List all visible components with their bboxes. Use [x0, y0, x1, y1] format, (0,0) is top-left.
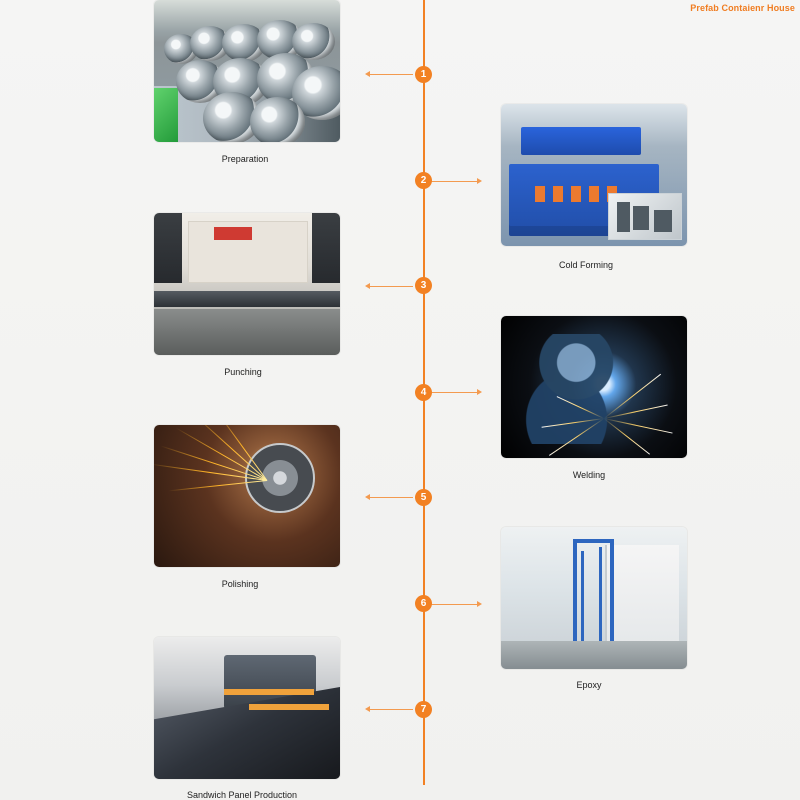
step-label-punching: Punching [224, 367, 262, 377]
step-image-preparation [154, 0, 340, 142]
connector-step-2 [431, 178, 482, 184]
brand-label: Prefab Contaienr House [690, 3, 795, 13]
connector-step-3 [365, 283, 413, 289]
step-image-polishing [154, 425, 340, 567]
connector-step-6 [431, 601, 482, 607]
step-label-cold-forming: Cold Forming [558, 260, 614, 270]
connector-step-7 [365, 706, 413, 712]
step-label-welding: Welding [572, 470, 606, 480]
connector-step-4 [431, 389, 482, 395]
step-marker-3: 3 [415, 277, 432, 294]
step-marker-2: 2 [415, 172, 432, 189]
step-marker-6: 6 [415, 595, 432, 612]
welding-image [501, 316, 687, 458]
step-marker-1: 1 [415, 66, 432, 83]
step-label-sandwich-panel-production: Sandwich Panel Production [186, 790, 298, 800]
step-marker-4: 4 [415, 384, 432, 401]
connector-step-5 [365, 494, 413, 500]
connector-step-1 [365, 71, 413, 77]
step-label-preparation: Preparation [221, 154, 269, 164]
step-image-welding [501, 316, 687, 458]
step-marker-7: 7 [415, 701, 432, 718]
cold-forming-machine-image [501, 104, 687, 246]
step-image-epoxy [501, 527, 687, 669]
punching-machine-image [154, 213, 340, 355]
step-label-epoxy: Epoxy [576, 680, 602, 690]
steel-coils-image [154, 0, 340, 142]
step-label-polishing: Polishing [221, 579, 259, 589]
sandwich-panel-production-image [154, 637, 340, 779]
step-image-punching [154, 213, 340, 355]
step-image-sandwich-panel-production [154, 637, 340, 779]
step-image-cold-forming [501, 104, 687, 246]
step-marker-5: 5 [415, 489, 432, 506]
polishing-image [154, 425, 340, 567]
epoxy-booth-image [501, 527, 687, 669]
